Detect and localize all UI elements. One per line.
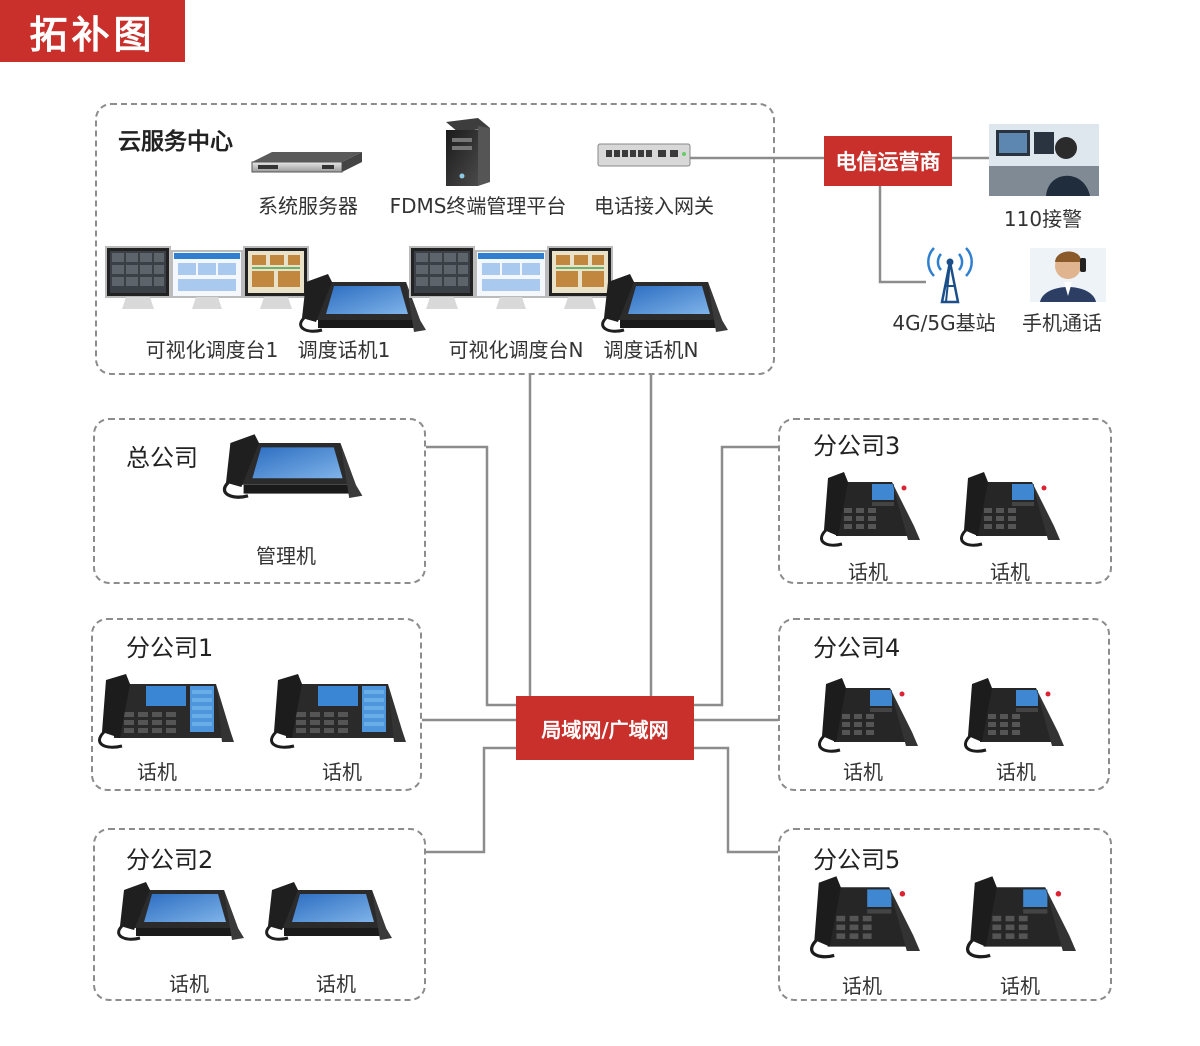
hq-title: 总公司 [126, 438, 198, 473]
console1-label: 可视化调度台1 [146, 334, 279, 363]
branch3-title: 分公司3 [813, 426, 900, 461]
branch5-phone1-label: 话机 [842, 970, 882, 999]
branch1-title: 分公司1 [126, 628, 213, 663]
dispatch-phone-n-icon [603, 274, 728, 332]
branch4-phone2-label: 话机 [996, 756, 1036, 785]
branch3-phone1-icon [821, 472, 920, 545]
branch4-title: 分公司4 [813, 628, 900, 663]
server-label: 系统服务器 [258, 190, 358, 219]
fdms-tower-server-icon [446, 118, 490, 186]
branch1-phone1-label: 话机 [137, 756, 177, 785]
cell-tower-4g-5g-icon [928, 248, 971, 302]
branch1-phone2-icon [271, 674, 406, 747]
telecom-operator-label: 电信运营商 [824, 136, 952, 186]
police-110-label: 110接警 [1004, 203, 1082, 232]
fdms-label: FDMS终端管理平台 [390, 190, 567, 219]
police-110-photo-icon [989, 124, 1099, 196]
branch5-phone2-label: 话机 [1000, 970, 1040, 999]
branch3-phone2-label: 话机 [990, 556, 1030, 585]
branch4-phone2-icon [965, 678, 1064, 751]
branch2-title: 分公司2 [126, 840, 213, 875]
branch4-phone1-label: 话机 [843, 756, 883, 785]
mobile-call-person-icon [1030, 248, 1106, 302]
dispatch-phone-1-icon [301, 274, 426, 332]
phone-gateway-icon [598, 144, 690, 166]
mobile-call-label: 手机通话 [1022, 307, 1102, 336]
branch2-phone1-label: 话机 [169, 968, 209, 997]
lan-wan-label: 局域网/广域网 [516, 696, 694, 760]
branch5-phone2-icon [968, 876, 1076, 957]
branch2-phone2-icon [267, 882, 392, 940]
branch1-phone2-label: 话机 [322, 756, 362, 785]
system-server-icon [252, 152, 362, 172]
branch4-phone1-icon [819, 678, 918, 751]
branch3-phone1-label: 话机 [848, 556, 888, 585]
hq-management-phone-icon [224, 434, 362, 498]
branch1-phone1-icon [99, 674, 234, 747]
dispatch1-label: 调度话机1 [298, 334, 391, 363]
branch3-phone2-icon [961, 472, 1060, 545]
visual-console-1-icon [106, 247, 308, 309]
branch5-phone1-icon [812, 876, 920, 957]
branch2-phone1-icon [119, 882, 244, 940]
cloud-center-title: 云服务中心 [118, 122, 233, 156]
branch2-phone2-label: 话机 [316, 968, 356, 997]
dispatchN-label: 调度话机N [604, 334, 699, 363]
tower-label: 4G/5G基站 [892, 307, 995, 336]
gateway-label: 电话接入网关 [594, 190, 714, 219]
hq-phone-label: 管理机 [256, 540, 316, 569]
branch5-title: 分公司5 [813, 840, 900, 875]
consoleN-label: 可视化调度台N [449, 334, 584, 363]
visual-console-n-icon [410, 247, 612, 309]
